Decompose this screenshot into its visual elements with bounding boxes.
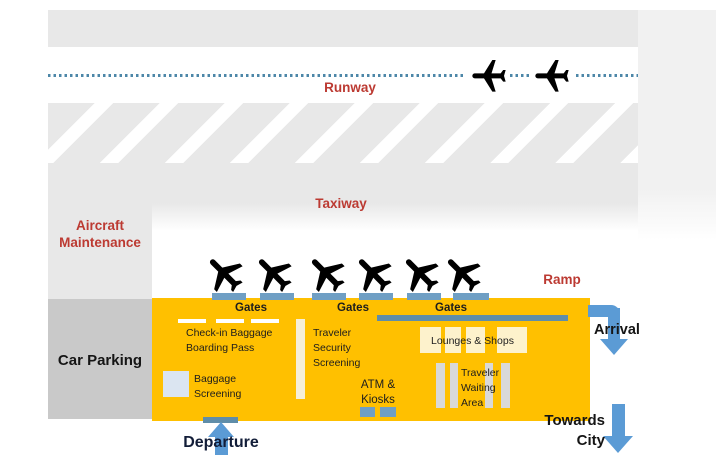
departure-arrow-stem (215, 437, 228, 455)
car-parking-zone (48, 299, 152, 419)
towards-city-arrow-icon (603, 436, 633, 453)
checkin-counter (178, 319, 206, 323)
departure-arrow-icon (208, 422, 234, 437)
runway-label: Runway (324, 80, 376, 95)
towards-city-arrow-stem (612, 404, 625, 436)
waiting-area-label: Traveler Waiting Area (461, 367, 500, 409)
gates-label-1: Gates (235, 302, 267, 314)
airplane-icon (472, 60, 506, 92)
airplane-icon (209, 259, 243, 292)
taxiway-stripes (48, 103, 638, 163)
lounge-box (497, 327, 527, 353)
lounge-box (445, 327, 461, 353)
aircraft-maintenance-zone (48, 163, 152, 299)
security-checkpoint-bar (296, 319, 305, 399)
checkin-counter (251, 319, 279, 323)
aircraft-maintenance-label: Aircraft Maintenance (59, 218, 141, 250)
departure-label: Departure (183, 434, 259, 451)
gate-stand (312, 293, 346, 300)
lounges-shops-label: Lounges & Shops (431, 335, 514, 347)
gates-label-2: Gates (337, 302, 369, 314)
baggage-screening-box (163, 371, 189, 397)
arrival-label: Arrival (594, 322, 640, 338)
waiting-seat-row (450, 363, 458, 408)
gate-stand (359, 293, 393, 300)
towards-city-label: Towards City (544, 412, 605, 449)
concourse-walkway (377, 315, 568, 321)
atm-kiosk-box (360, 407, 375, 417)
airplane-icon (447, 259, 481, 292)
lounge-box (420, 327, 441, 353)
atm-kiosk-box (380, 407, 396, 417)
airplane-icon (535, 60, 569, 92)
airplane-icon (311, 259, 345, 292)
lounge-box (466, 327, 485, 353)
arrival-arrow-stem (608, 308, 620, 340)
airplane-icon (405, 259, 439, 292)
ramp-label: Ramp (543, 272, 581, 287)
departure-entrance-bar (203, 417, 238, 423)
atm-kiosks-label: ATM & Kiosks (360, 379, 396, 406)
gate-stand (212, 293, 246, 300)
airplane-icon (358, 259, 392, 292)
gate-stand (453, 293, 489, 300)
checkin-counter (216, 319, 244, 323)
runway-shoulder-band (48, 10, 638, 47)
runway-centerline (48, 74, 638, 77)
waiting-seat-row (501, 363, 510, 408)
right-edge-zone (638, 10, 716, 240)
waiting-seat-row (436, 363, 445, 408)
arrival-arrow-icon (600, 339, 628, 355)
security-label: Traveler Security Screening (313, 327, 361, 369)
airplane-icon (258, 259, 292, 292)
car-parking-label: Car Parking (57, 352, 143, 369)
gates-label-3: Gates (435, 302, 467, 314)
gate-stand (260, 293, 294, 300)
checkin-label: Check-in Baggage Boarding Pass (186, 327, 273, 354)
baggage-screening-label: Baggage Screening (194, 373, 242, 400)
gate-stand (407, 293, 441, 300)
waiting-seat-row (485, 363, 493, 408)
taxiway-label: Taxiway (315, 196, 367, 211)
